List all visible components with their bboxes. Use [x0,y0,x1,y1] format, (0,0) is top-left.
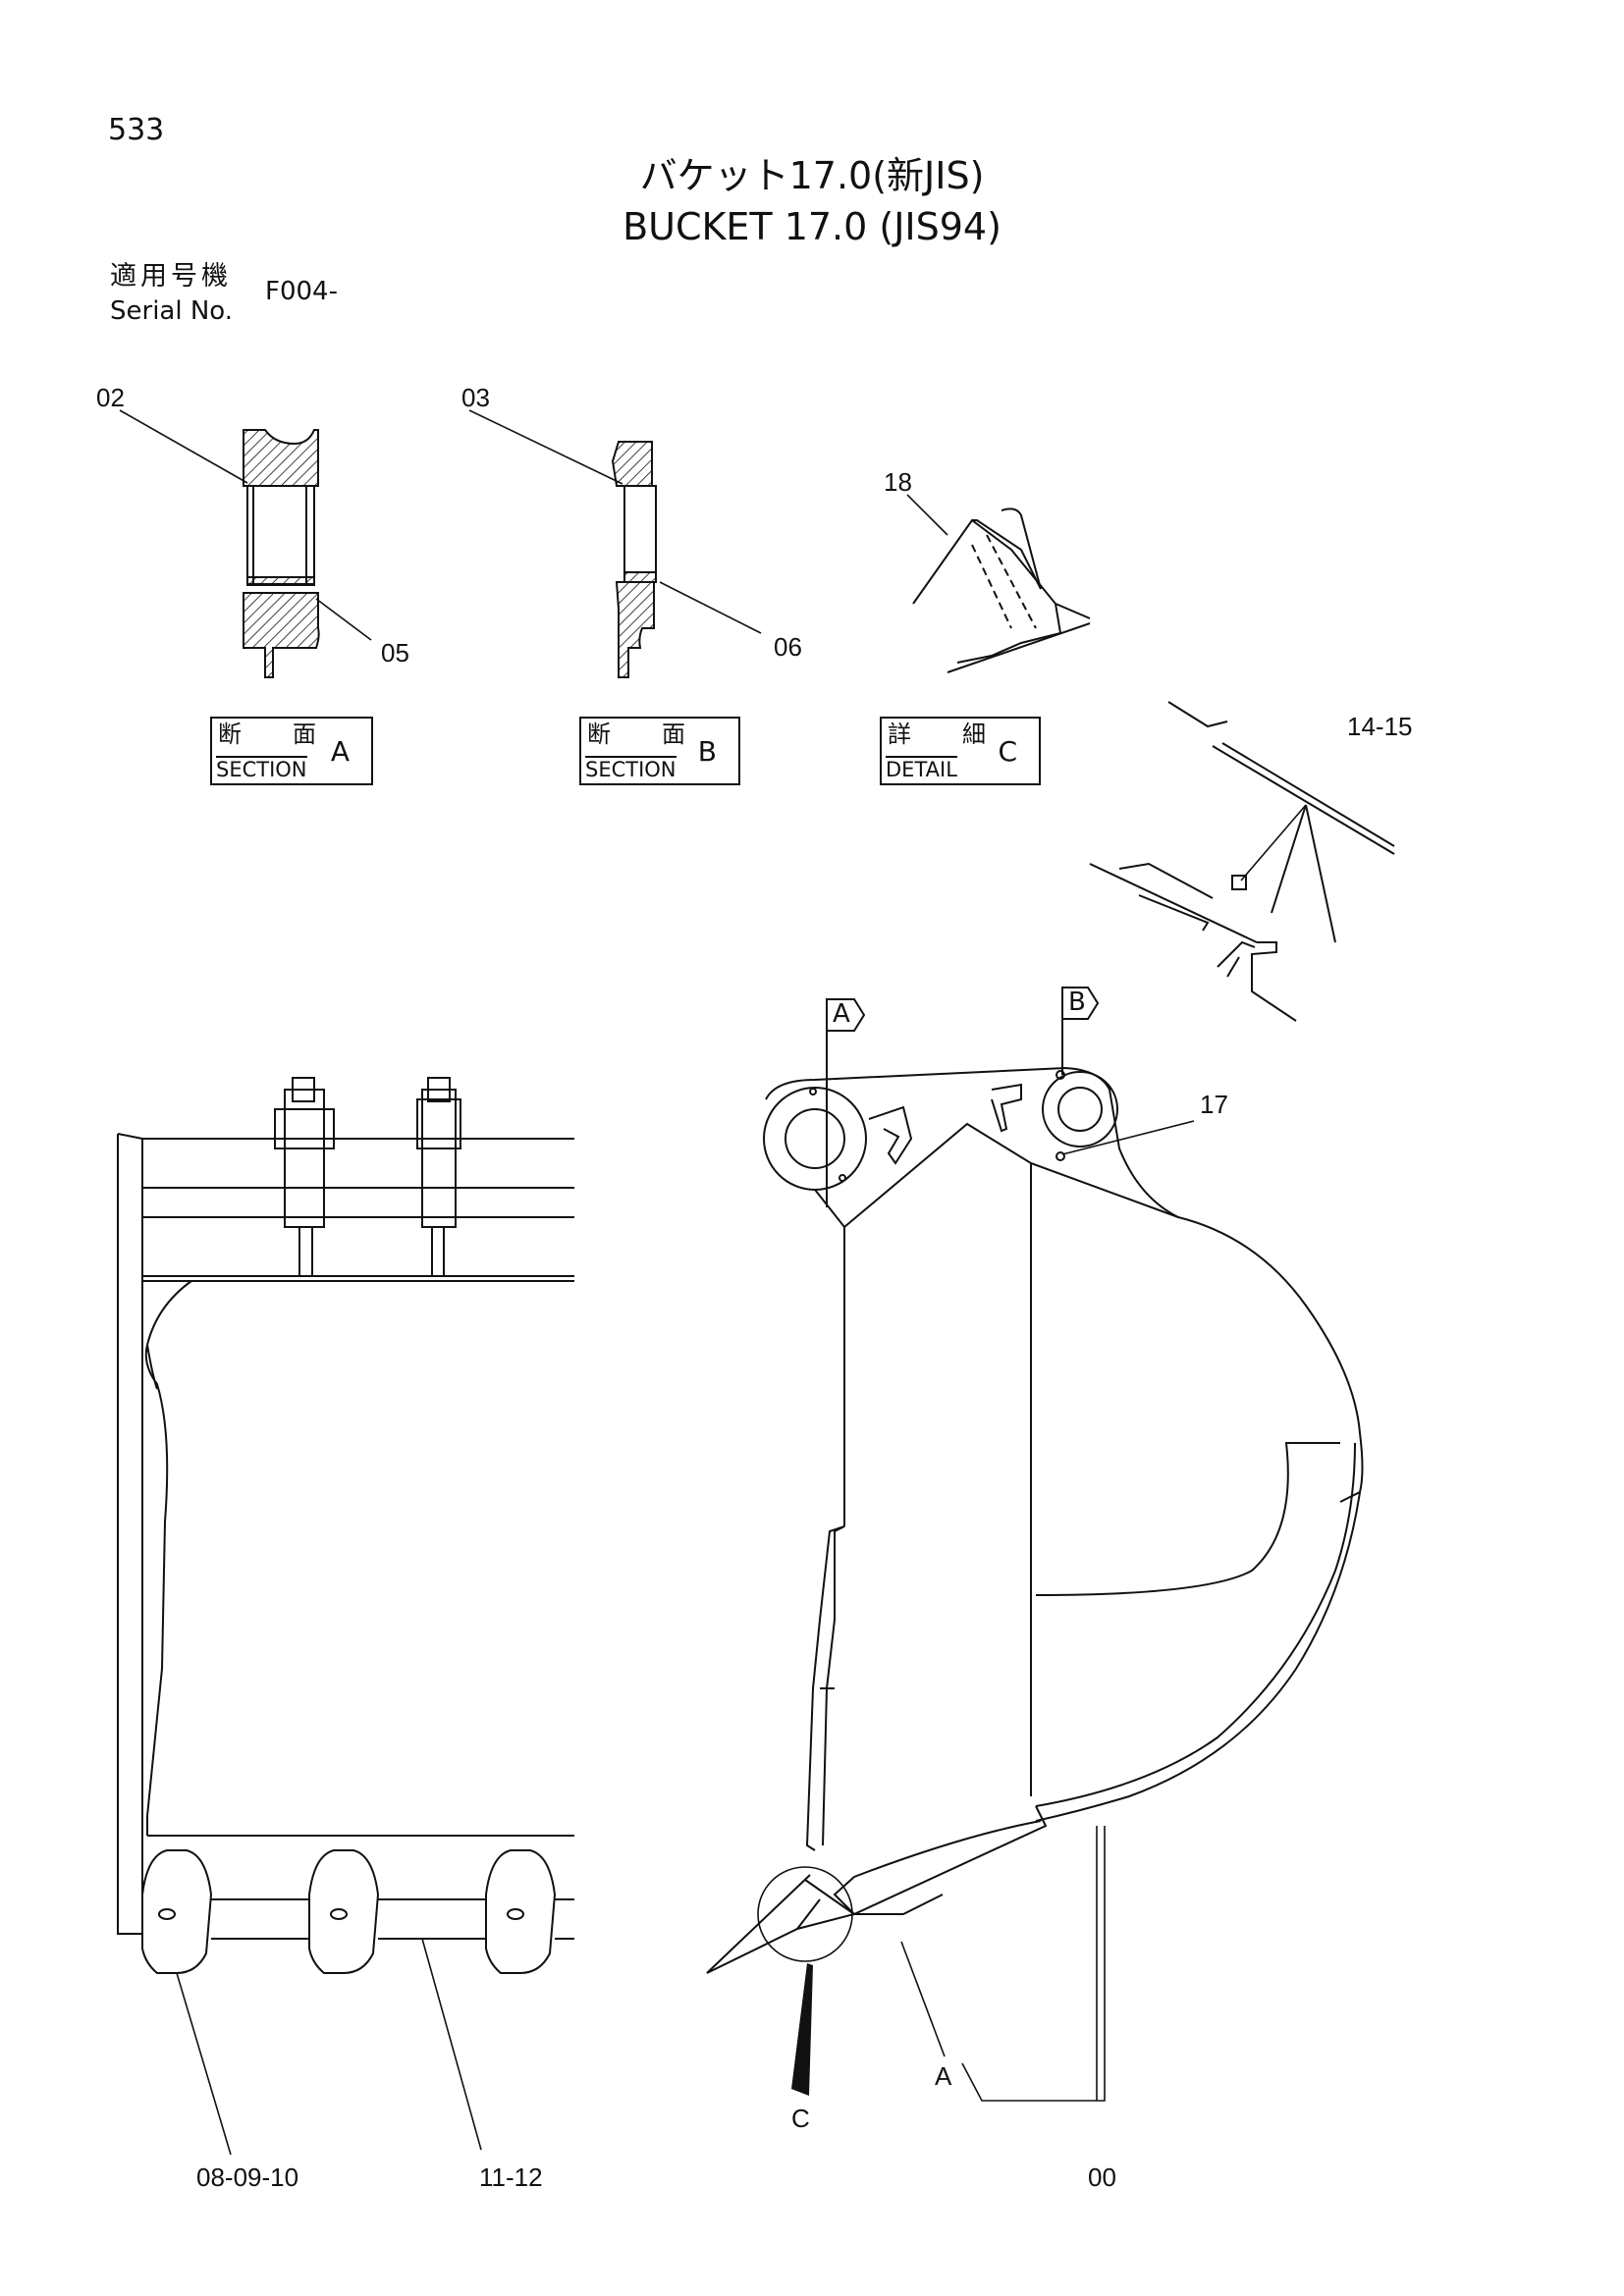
view-flag-b: B [1068,988,1086,1017]
bucket-side-view [706,1066,1364,1974]
section-b-label-english: SECTION [585,756,677,781]
callout-14-15: 14-15 [1347,712,1413,741]
section-b-label: 断 面 SECTION B [579,717,740,785]
section-a-drawing [243,429,320,678]
detail-c-drawing [912,507,1091,673]
detail-c-label-japanese: 詳 細 [888,721,1000,748]
section-b-label-letter: B [697,735,717,768]
section-a-label-english: SECTION [216,756,307,781]
view-flag-a: A [833,999,850,1029]
section-a-label-letter: A [330,735,350,768]
section-a-label-japanese: 断 面 [218,721,330,748]
section-a-label: 断 面 SECTION A [210,717,373,785]
callout-08-09-10: 08-09-10 [196,2163,299,2192]
section-b-label-japanese: 断 面 [587,721,699,748]
detail-c-label-english: DETAIL [886,756,957,781]
lug-left [274,1077,335,1276]
section-b-drawing [611,441,657,678]
serial-label-japanese: 適用号機 [110,261,232,292]
callout-11-12: 11-12 [479,2163,543,2192]
lug-right [416,1077,461,1276]
title-japanese: バケット17.0(新JIS) [639,154,985,197]
title-english: BUCKET 17.0 (JIS94) [623,205,1001,248]
bucket-front-view [117,1077,574,1974]
callout-c-side: C [791,2104,810,2133]
callout-17: 17 [1200,1090,1228,1119]
detail-c-label-letter: C [998,735,1017,768]
callout-18: 18 [884,467,912,497]
serial-number-value: F004- [265,277,338,306]
callout-03: 03 [461,383,490,412]
bucket-teeth [141,1849,574,1974]
callout-02: 02 [96,383,125,412]
detail-c-label: 詳 細 DETAIL C [880,717,1041,785]
serial-label-english: Serial No. [110,296,233,326]
page-number: 533 [108,113,165,147]
callout-a-side: A [935,2061,952,2091]
callout-05: 05 [381,638,409,667]
callout-00: 00 [1088,2163,1116,2192]
callout-06: 06 [774,632,802,662]
detail-14-15-drawing [1089,701,1395,1022]
